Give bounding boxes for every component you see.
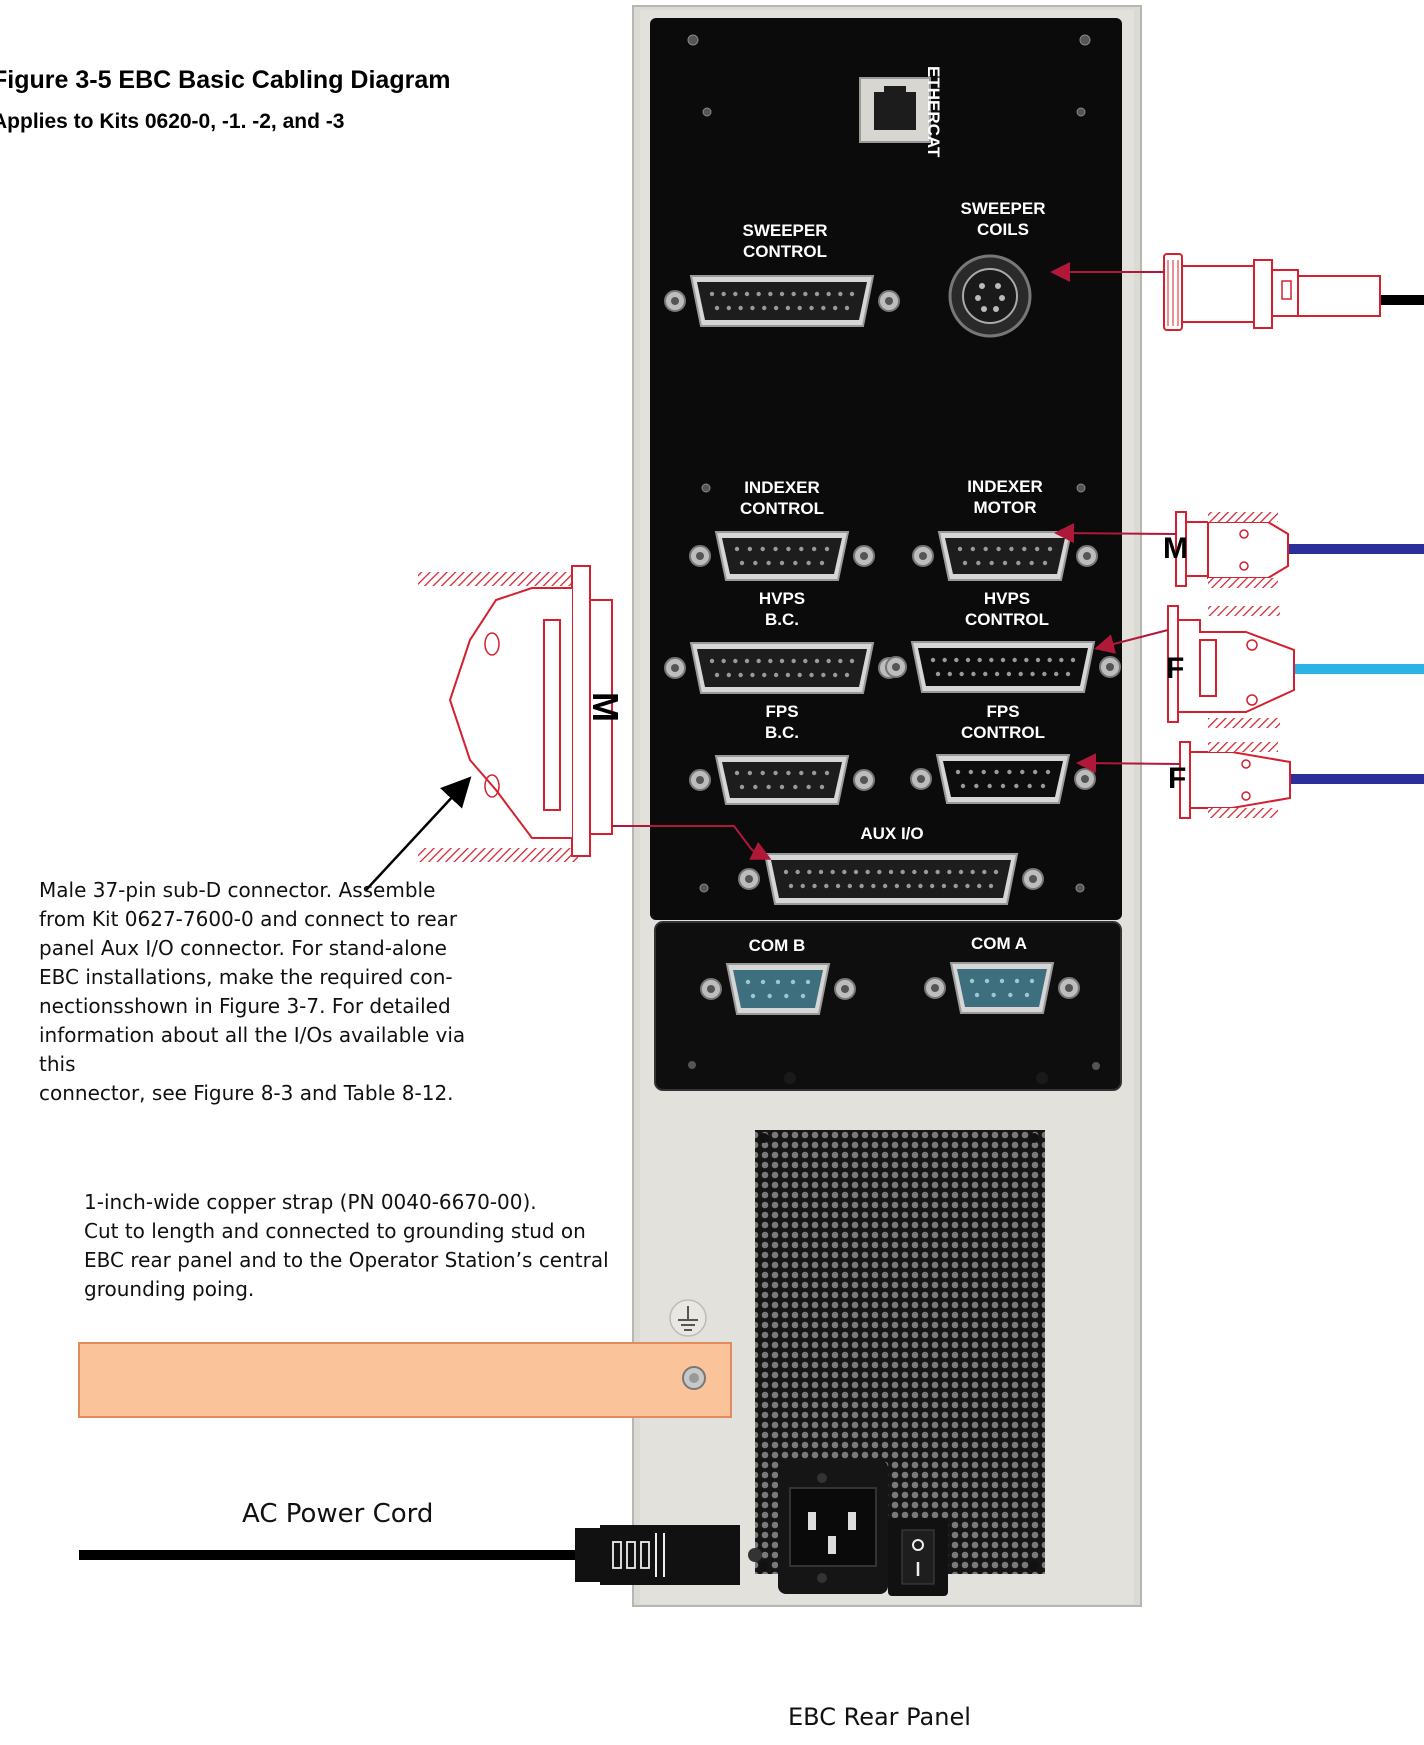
hvps-control-port — [886, 642, 1120, 692]
panel-caption: EBC Rear Panel — [788, 1703, 971, 1731]
ac-power-cord — [79, 1525, 762, 1585]
ethercat-jack — [860, 78, 930, 142]
hvps-control-gender: F — [1166, 652, 1184, 686]
copper-strap — [79, 1343, 731, 1417]
label-sweeper-control: SWEEPER CONTROL — [720, 220, 850, 262]
ac-power-inlet — [778, 1460, 888, 1594]
label-fps-control: FPS CONTROL — [938, 701, 1068, 743]
label-aux-io: AUX I/O — [827, 823, 957, 844]
hvps-bc-port — [665, 643, 899, 693]
aux-connector-note: Male 37-pin sub-D connector. Assemble fr… — [39, 876, 499, 1108]
aux-note-leader — [366, 780, 468, 890]
label-ethercat: ETHERCAT — [923, 66, 944, 157]
aux-connector-gender: M — [584, 692, 626, 722]
ground-symbol-icon — [670, 1300, 706, 1336]
label-sweeper-coils: SWEEPER COILS — [938, 198, 1068, 240]
label-indexer-motor: INDEXER MOTOR — [940, 476, 1070, 518]
label-com-a: COM A — [934, 933, 1064, 954]
label-hvps-control: HVPS CONTROL — [942, 588, 1072, 630]
label-com-b: COM B — [712, 935, 842, 956]
sweeper-coils-connector — [950, 256, 1030, 336]
label-hvps-bc: HVPS B.C. — [717, 588, 847, 630]
hvps-control-cable — [1098, 606, 1424, 728]
ac-power-cord-label: AC Power Cord — [242, 1499, 433, 1529]
fps-control-gender: F — [1168, 762, 1186, 796]
label-indexer-control: INDEXER CONTROL — [717, 477, 847, 519]
label-fps-bc: FPS B.C. — [717, 701, 847, 743]
copper-strap-note: 1-inch-wide copper strap (PN 0040-6670-0… — [84, 1188, 624, 1304]
indexer-motor-gender: M — [1163, 532, 1188, 566]
aux-io-port — [739, 854, 1043, 904]
sweeper-control-port — [665, 276, 899, 326]
power-switch — [888, 1518, 948, 1596]
